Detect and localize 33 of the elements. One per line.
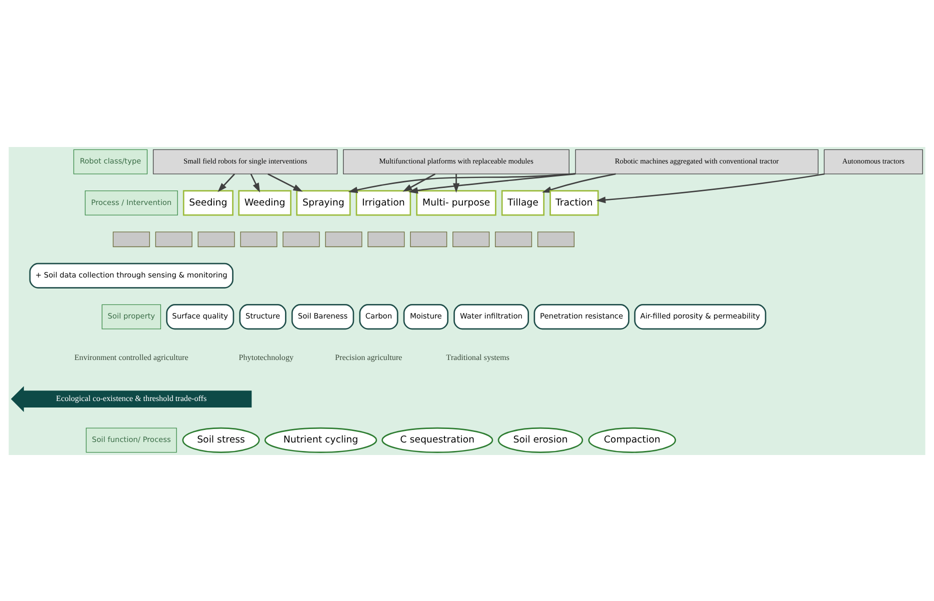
node-box	[494, 231, 532, 247]
node-box	[452, 231, 490, 247]
node-box: Robotic machines aggregated with conventional tractor	[575, 148, 818, 174]
arrow	[218, 173, 236, 192]
arrow	[452, 174, 460, 192]
node-box	[537, 231, 574, 247]
node-box	[282, 231, 320, 247]
node-box: Small field robots for single interventions	[152, 148, 338, 174]
node-ellipse: Soil stress	[182, 426, 260, 452]
node-box: Spraying	[296, 190, 351, 216]
arrow	[268, 172, 303, 192]
node-box	[368, 231, 405, 247]
node-ellipse: C sequestration	[382, 426, 494, 452]
node-box: Autonomous tractors	[824, 148, 923, 174]
node-box: Weeding	[238, 190, 292, 216]
arrow	[402, 172, 436, 192]
node-box: Multi- purpose	[416, 190, 496, 216]
node-ellipse: Nutrient cycling	[264, 426, 378, 452]
node-box: Tillage	[501, 190, 544, 216]
node-ellipse: Compaction	[588, 426, 676, 452]
node-box: Multifunctional platforms with replaceable modules	[343, 148, 570, 174]
node-box	[112, 231, 150, 247]
node-ellipse: Soil erosion	[498, 426, 584, 452]
node-box	[410, 231, 448, 247]
node-box	[240, 231, 278, 247]
arrow	[250, 173, 260, 192]
node-box	[325, 231, 362, 247]
node-box: Seeding	[182, 190, 234, 216]
arrow	[596, 172, 825, 203]
node-box	[198, 231, 235, 247]
node-box: Traction	[550, 190, 599, 216]
node-box	[155, 231, 192, 247]
node-box: Irrigation	[356, 190, 412, 216]
